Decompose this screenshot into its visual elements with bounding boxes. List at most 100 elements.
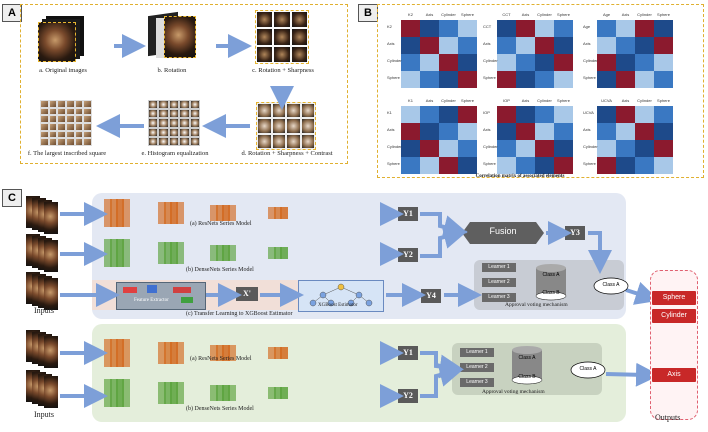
heatmap-cell <box>458 37 477 54</box>
heatmap-cell <box>439 123 458 140</box>
thumbnail <box>190 137 199 145</box>
network-layer <box>170 342 178 364</box>
thumbnail <box>190 119 199 127</box>
heatmap-col-label: Axis <box>621 98 630 103</box>
heatmap-cell <box>554 37 573 54</box>
xgboost-label: XGBoost Estimator <box>318 303 358 308</box>
heatmap-col-label: Sphere <box>557 12 570 17</box>
heatmap-cell <box>554 54 573 71</box>
heatmap-cell <box>439 157 458 174</box>
thumbnail <box>159 119 168 127</box>
network-layer <box>170 202 178 224</box>
heatmap-row-label: IOP <box>483 110 490 115</box>
class-output-bottom <box>570 361 606 379</box>
rotation-sharpness-grid <box>255 10 309 64</box>
heatmap-col-label: Cylinder <box>637 12 652 17</box>
network-layer <box>104 199 112 227</box>
caption-largest-square: f. The largest inscribed square <box>27 150 107 157</box>
heatmap-cell <box>654 54 673 71</box>
network-layer <box>228 245 236 261</box>
class-out-top: Class A <box>602 282 620 288</box>
thumbnail <box>67 116 74 122</box>
heatmap-col-label: Sphere <box>461 98 474 103</box>
heatmap-col-label: Cylinder <box>537 98 552 103</box>
network-layer <box>280 347 288 359</box>
thumbnail <box>58 101 65 107</box>
heatmap-cell <box>497 140 516 157</box>
heatmap-cell <box>597 157 616 174</box>
network-layer <box>158 342 166 364</box>
network-layer <box>268 207 276 219</box>
thumbnail <box>41 124 48 130</box>
heatmap-cell <box>597 140 616 157</box>
thumbnail <box>75 108 83 115</box>
network-layer <box>164 242 172 264</box>
inputs-label-bottom: Inputs <box>34 410 54 419</box>
heatmap-col-label: Sphere <box>657 12 670 17</box>
heatmap-cell <box>497 106 516 123</box>
learner-3: Learner 3 <box>482 293 516 302</box>
thumbnail <box>257 46 273 62</box>
network-layer <box>110 239 118 267</box>
thumbnail <box>272 119 285 133</box>
heatmap-cell <box>616 54 635 71</box>
heatmap-cell <box>420 157 439 174</box>
class-output-top <box>593 277 629 295</box>
heatmap-col-label: CCT <box>502 12 511 17</box>
class-cylinder-bottom <box>511 346 543 385</box>
heatmap-cell <box>458 123 477 140</box>
voting-caption-top: Approval voting mechanism <box>505 302 568 308</box>
flow-arrow <box>605 362 660 387</box>
thumbnail <box>75 124 83 130</box>
panel-a-augmentation <box>20 4 348 164</box>
caption-rotation-sharpness: c. Rotation + Sharpness <box>252 67 314 74</box>
network-layer <box>116 339 124 367</box>
network-layer <box>122 339 130 367</box>
heatmap-cell <box>497 123 516 140</box>
histogram-equalization-grid <box>148 100 200 146</box>
heatmap-cell <box>597 54 616 71</box>
heatmap-cell <box>458 157 477 174</box>
network-layer <box>228 345 236 361</box>
network-layer <box>280 387 288 399</box>
heatmap-cell <box>401 37 420 54</box>
thumbnail <box>287 134 300 148</box>
output-sphere: Sphere <box>652 291 696 305</box>
network-layer <box>216 385 224 401</box>
input-image-stack <box>26 234 58 272</box>
heatmap-cell <box>458 140 477 157</box>
heatmap-cell <box>439 54 458 71</box>
heatmap-cell <box>635 20 654 37</box>
class-b-bottom: Class B <box>518 374 536 380</box>
thumbnail <box>169 119 179 127</box>
thumbnail <box>84 131 91 138</box>
thumbnail <box>75 139 83 145</box>
heatmap-col-label: Sphere <box>657 98 670 103</box>
heatmap-cell <box>439 37 458 54</box>
network-layer <box>158 202 166 224</box>
thumbnail <box>41 139 48 145</box>
heatmap-cell <box>535 20 554 37</box>
thumbnail <box>274 46 290 62</box>
input-image-stack <box>26 330 58 368</box>
thumbnail <box>67 124 74 130</box>
thumbnail <box>169 137 179 145</box>
thumbnail <box>58 108 65 115</box>
heatmap-col-label: Axis <box>425 12 434 17</box>
heatmap-cell <box>616 71 635 88</box>
heatmap-cell <box>497 54 516 71</box>
voting-caption-bottom: Approval voting mechanism <box>482 389 545 395</box>
panel-a-arrows <box>96 34 294 138</box>
heatmap-cell <box>597 71 616 88</box>
heatmap-row-label: Axis <box>387 41 395 46</box>
rotation-stack <box>148 11 198 62</box>
heatmap-cell <box>535 37 554 54</box>
heatmap-cell <box>401 106 420 123</box>
thumbnail <box>301 119 314 133</box>
thumbnail <box>180 128 189 136</box>
correlation-caption: Correlation matrix of associated element… <box>475 174 565 179</box>
